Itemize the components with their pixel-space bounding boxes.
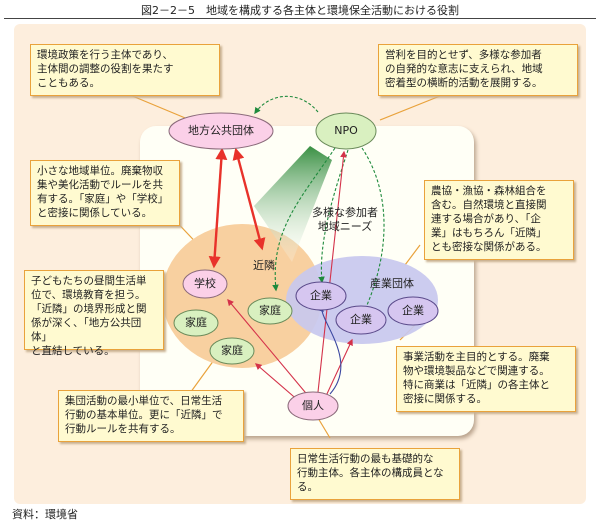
home1-ellipse [173,309,219,337]
participants-label: 多様な参加者 地域ニーズ [312,206,378,233]
home3-ellipse [209,337,255,365]
school-ellipse [182,269,228,299]
arrow-ind-school [227,298,311,399]
arrow-gov-school [208,147,228,269]
source-note: 資料：環境省 [12,508,78,521]
leader-npo [379,95,441,121]
leader-industry [404,244,421,266]
note-school: 子どもたちの昼間生活単 位で、環境教育を担う。 「近隣」の境界形成と関 係が深く… [24,270,164,357]
arrow-npo-home [272,147,336,292]
industry-group-label: 産業団体 [370,277,414,290]
arrow-ind-home3 [255,363,301,403]
local-gov-node: 地方公共団体 [188,124,254,137]
note-company: 事業活動を主目的とする。廃棄 物や環境製品などで関連する。 特に商業は「近隣」の… [396,346,576,412]
company2-node: 企業 [350,313,372,326]
participants-beam [254,146,332,262]
note-npo: 営利を目的とせず、多様な参加者 の自発的な意志に支えられ、地域 密着型の横断的活… [378,44,578,96]
figure-title: 図2－2－5 地域を構成する各主体と環境保全活動における役割 [141,4,459,17]
arrow-ind-company1 [317,304,342,395]
note-individual: 日常生活行動の最も基礎的な 行動主体。各主体の構成員とな る。 [290,448,460,500]
home3-node: 家庭 [221,344,243,357]
home1-node: 家庭 [185,316,207,329]
title-rule [4,18,596,19]
npo-node: NPO [334,124,358,137]
company2-ellipse [335,305,387,335]
company1-ellipse [295,281,347,311]
arrow-npo-gov [254,95,319,115]
note-neighborhood: 小さな地域単位。廃棄物収 集や美化活動でルールを共 有する。「家庭」や「学校」 … [30,160,180,226]
local-gov-ellipse [168,112,274,150]
company3-node: 企業 [402,304,424,317]
home2-node: 家庭 [259,304,281,317]
arrow-npo-company2 [361,147,385,314]
neighborhood-label: 近隣 [253,259,275,272]
company3-ellipse [387,296,439,326]
note-home: 集団活動の最小単位で、日常生活 行動の基本単位。更に「近隣」で 行動ルールを共有… [58,390,244,442]
company1-node: 企業 [310,289,332,302]
arrow-ind-npo [317,150,347,393]
arrow-gov-neighborhood [232,147,266,251]
individual-node: 個人 [302,399,324,412]
arrow-npo-company1 [318,149,349,284]
leader-local-gov [129,94,191,121]
school-node: 学校 [194,277,216,290]
note-local-gov: 環境政策を行う主体であり、 主体間の調整の役割を果たす こともある。 [30,44,220,96]
home2-ellipse [247,297,293,325]
arrow-ind-company2 [325,338,353,397]
leader-individual [317,417,331,439]
npo-ellipse [315,112,377,150]
note-industry: 農協・漁協・森林組合を 含む。自然環境と直接関 連する場合があり、「企 業」はも… [424,180,574,260]
individual-ellipse [287,391,339,421]
